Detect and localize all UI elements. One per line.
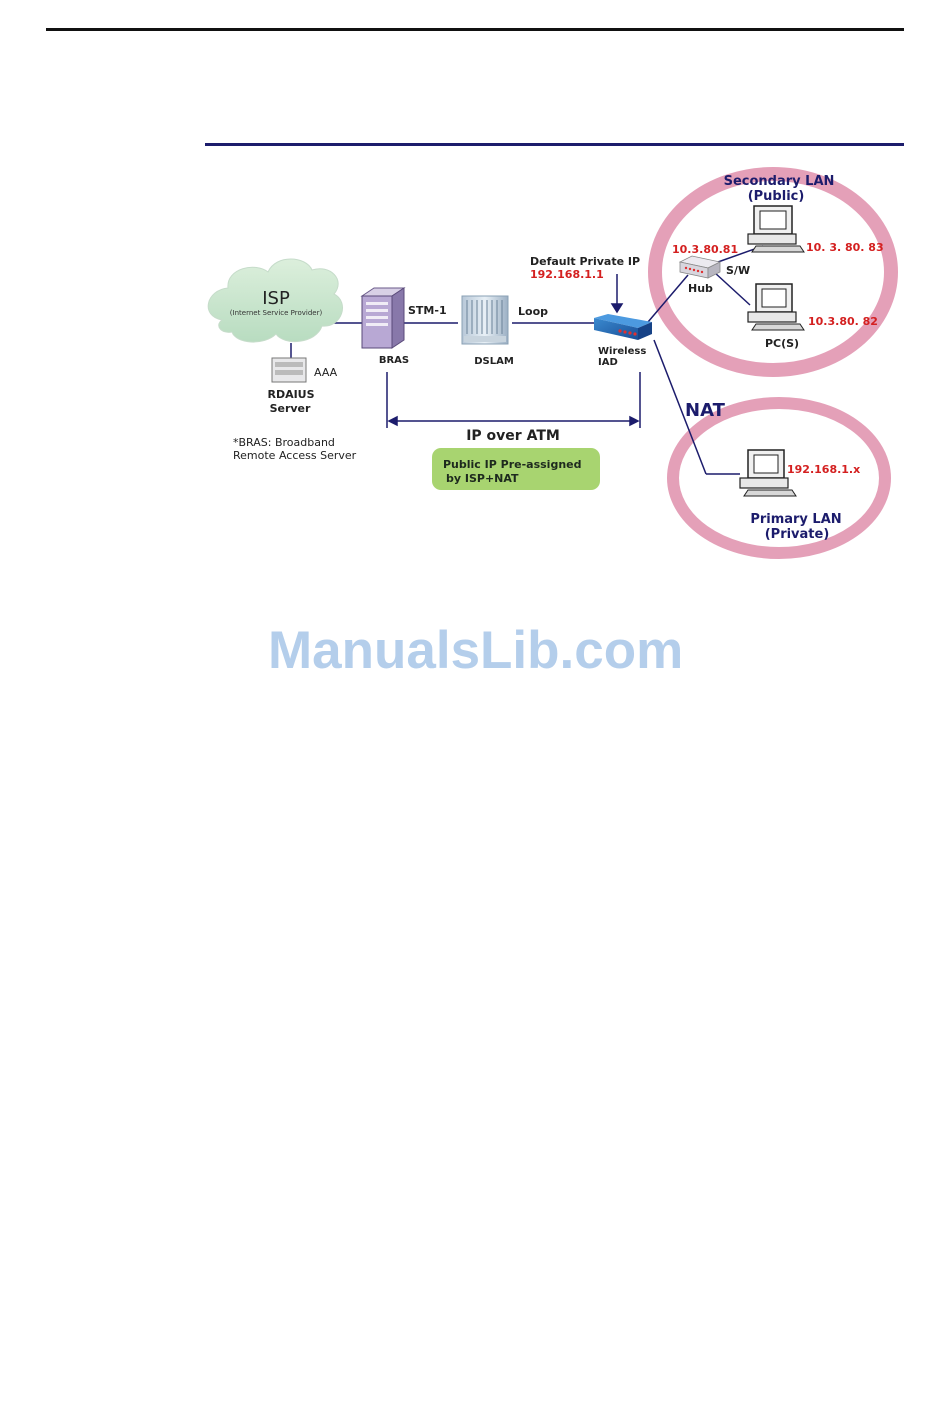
isp-cloud — [207, 258, 343, 343]
atm-span — [386, 372, 641, 428]
dslam-icon — [461, 295, 509, 345]
radius-server-icon — [271, 357, 307, 383]
hub-label: Hub — [688, 282, 713, 295]
public-ip-line2: by ISP+NAT — [446, 472, 519, 485]
section-rule — [205, 143, 904, 146]
radius-label-line1: RDAIUS — [267, 388, 314, 401]
private-ip-label: 192.168.1.x — [787, 463, 860, 476]
iad-label-line1: Wireless — [598, 346, 646, 357]
public-ip-box — [432, 448, 600, 490]
sw-label: S/W — [726, 264, 750, 277]
bras-note-line2: Remote Access Server — [233, 449, 357, 462]
public-ip-line1: Public IP Pre-assigned — [443, 458, 581, 471]
secondary-lan-line1: Secondary LAN — [724, 174, 835, 189]
loop-label: Loop — [518, 305, 548, 318]
connection-lines — [290, 245, 764, 475]
pc-public-bottom-icon — [747, 283, 805, 331]
top-rule — [46, 28, 904, 31]
isp-title: ISP — [262, 288, 290, 309]
stm-label: STM-1 — [408, 304, 447, 317]
primary-lan-line1: Primary LAN — [750, 512, 841, 527]
secondary-lan-ring — [648, 167, 898, 377]
isp-subtitle: (Internet Service Provider) — [230, 309, 323, 317]
pcs-label: PC(S) — [765, 337, 799, 350]
ip-82-label: 10.3.80. 82 — [808, 315, 878, 328]
ip-81-label: 10.3.80.81 — [672, 243, 738, 256]
primary-lan-ring — [667, 397, 891, 559]
wireless-iad-icon — [594, 314, 652, 340]
bras-label: BRAS — [379, 355, 409, 366]
iad-label-line2: IAD — [598, 357, 618, 368]
radius-label-line2: Server — [270, 402, 311, 415]
hub-icon — [678, 255, 722, 279]
bras-note-line1: *BRAS: Broadband — [233, 436, 335, 449]
nat-label: NAT — [685, 400, 726, 421]
dslam-label: DSLAM — [474, 356, 514, 367]
primary-lan-line2: (Private) — [765, 527, 830, 542]
ip-83-label: 10. 3. 80. 83 — [806, 241, 884, 254]
bras-server-icon — [360, 287, 406, 349]
ip-over-atm-label: IP over ATM — [466, 428, 560, 444]
default-ip-value: 192.168.1.1 — [530, 268, 604, 281]
aaa-label: AAA — [314, 366, 338, 379]
watermark: ManualsLib.com — [268, 621, 684, 680]
pc-public-top-icon — [747, 205, 805, 253]
default-ip-label: Default Private IP — [530, 255, 640, 268]
pc-private-icon — [739, 449, 797, 497]
secondary-lan-line2: (Public) — [748, 189, 805, 204]
